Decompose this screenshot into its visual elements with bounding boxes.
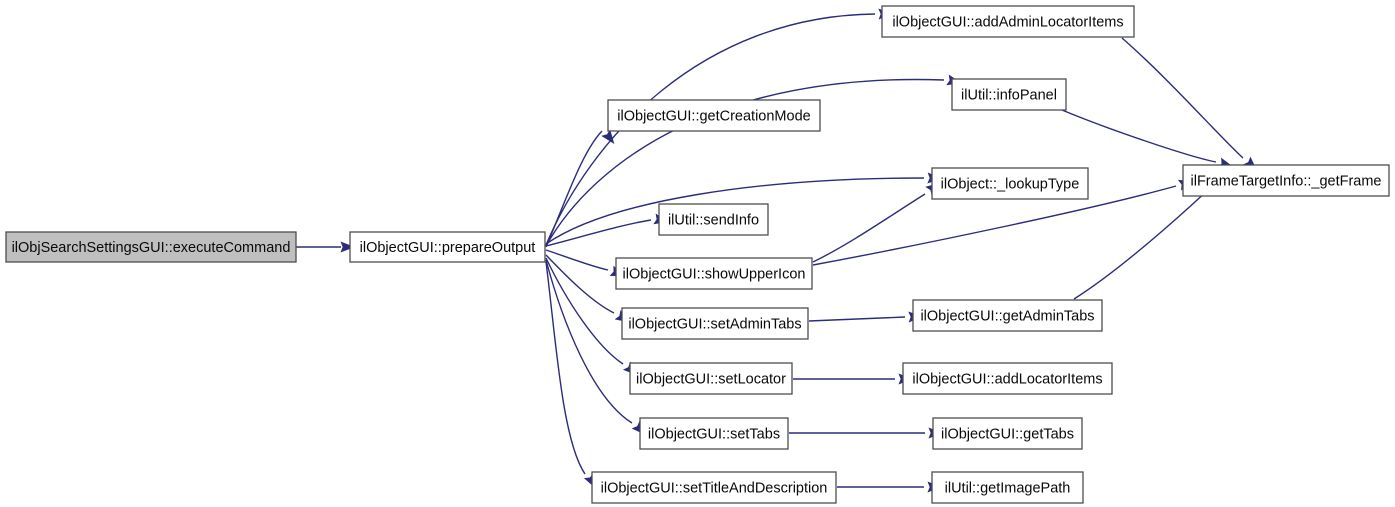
node-label-infoPanel: ilUtil::infoPanel [961, 87, 1057, 103]
node-label-setLocator: ilObjectGUI::setLocator [636, 371, 786, 387]
node-label-getFrame: ilFrameTargetInfo::_getFrame [1191, 173, 1382, 189]
node-box-prepareOutput[interactable] [349, 231, 546, 263]
edge-prepareOutput-to-setAdminTabs [545, 254, 615, 314]
edge-addAdminLocatorItems-to-getFrame [1121, 37, 1244, 159]
edges-layer [296, 13, 1244, 488]
node-box-setTabs[interactable] [639, 417, 789, 450]
edge-showUpperIcon-to-getFrame [812, 185, 1177, 266]
node-box-lookupType[interactable] [931, 167, 1089, 200]
node-label-setTitleAndDescription: ilObjectGUI::setTitleAndDescription [601, 480, 828, 496]
node-label-addAdminLocatorItems: ilObjectGUI::addAdminLocatorItems [892, 14, 1123, 30]
edge-prepareOutput-to-setLocator [545, 257, 624, 365]
node-getImagePath[interactable]: ilUtil::getImagePath [931, 471, 1084, 504]
node-label-lookupType: ilObject::_lookupType [941, 176, 1080, 192]
node-label-prepareOutput: ilObjectGUI::prepareOutput [360, 240, 536, 256]
node-box-setAdminTabs[interactable] [621, 307, 809, 340]
node-label-getImagePath: ilUtil::getImagePath [945, 480, 1071, 496]
node-box-setLocator[interactable] [629, 362, 793, 395]
node-box-getFrame[interactable] [1182, 164, 1390, 197]
edge-setAdminTabs-to-getAdminTabs [808, 316, 906, 322]
node-box-getImagePath[interactable] [931, 471, 1084, 504]
node-box-executeCommand[interactable] [5, 231, 297, 263]
edge-getAdminTabs-to-getFrame [1073, 189, 1209, 300]
node-addAdminLocatorItems[interactable]: ilObjectGUI::addAdminLocatorItems [881, 5, 1135, 38]
node-box-getAdminTabs[interactable] [912, 299, 1103, 332]
node-setLocator[interactable]: ilObjectGUI::setLocator [629, 362, 793, 395]
node-box-sendInfo[interactable] [658, 203, 769, 236]
node-showUpperIcon[interactable]: ilObjectGUI::showUpperIcon [615, 257, 813, 290]
node-setTabs[interactable]: ilObjectGUI::setTabs [639, 417, 789, 450]
node-label-sendInfo: ilUtil::sendInfo [668, 212, 759, 228]
node-prepareOutput[interactable]: ilObjectGUI::prepareOutput [349, 231, 546, 263]
arrow-prepareOutput-getCreationMode [601, 129, 615, 145]
node-sendInfo[interactable]: ilUtil::sendInfo [658, 203, 769, 236]
node-label-getAdminTabs: ilObjectGUI::getAdminTabs [920, 308, 1094, 324]
node-label-getTabs: ilObjectGUI::getTabs [941, 426, 1074, 442]
node-executeCommand[interactable]: ilObjSearchSettingsGUI::executeCommand [5, 231, 297, 263]
node-box-addAdminLocatorItems[interactable] [881, 5, 1135, 38]
node-label-executeCommand: ilObjSearchSettingsGUI::executeCommand [12, 240, 291, 256]
edge-infoPanel-to-getFrame [1061, 109, 1217, 163]
edge-prepareOutput-to-sendInfo [545, 219, 652, 247]
edge-prepareOutput-to-lookupType [545, 177, 925, 245]
node-label-addLocatorItems: ilObjectGUI::addLocatorItems [912, 371, 1102, 387]
edge-showUpperIcon-to-lookupType [812, 193, 926, 263]
edge-prepareOutput-to-showUpperIcon [545, 249, 609, 271]
node-getAdminTabs[interactable]: ilObjectGUI::getAdminTabs [912, 299, 1103, 332]
node-box-addLocatorItems[interactable] [902, 362, 1113, 395]
node-setAdminTabs[interactable]: ilObjectGUI::setAdminTabs [621, 307, 809, 340]
edge-prepareOutput-to-getCreationMode [545, 130, 603, 248]
node-box-setTitleAndDescription[interactable] [591, 471, 837, 504]
node-box-getCreationMode[interactable] [607, 99, 821, 132]
edge-prepareOutput-to-setTabs [545, 259, 633, 424]
node-box-infoPanel[interactable] [951, 78, 1067, 111]
edge-prepareOutput-to-addAdminLocatorItems [545, 13, 876, 246]
node-label-setAdminTabs: ilObjectGUI::setAdminTabs [628, 316, 801, 332]
node-label-showUpperIcon: ilObjectGUI::showUpperIcon [623, 266, 806, 282]
node-getCreationMode[interactable]: ilObjectGUI::getCreationMode [607, 99, 821, 132]
node-box-getTabs[interactable] [932, 417, 1083, 450]
node-label-setTabs: ilObjectGUI::setTabs [648, 426, 780, 442]
node-setTitleAndDescription[interactable]: ilObjectGUI::setTitleAndDescription [591, 471, 837, 504]
node-getTabs[interactable]: ilObjectGUI::getTabs [932, 417, 1083, 450]
node-lookupType[interactable]: ilObject::_lookupType [931, 167, 1089, 200]
node-getFrame[interactable]: ilFrameTargetInfo::_getFrame [1182, 164, 1390, 197]
node-box-showUpperIcon[interactable] [615, 257, 813, 290]
node-label-getCreationMode: ilObjectGUI::getCreationMode [617, 108, 810, 124]
node-addLocatorItems[interactable]: ilObjectGUI::addLocatorItems [902, 362, 1113, 395]
edge-prepareOutput-to-setTitleAndDescription [545, 261, 586, 475]
node-infoPanel[interactable]: ilUtil::infoPanel [951, 78, 1067, 111]
